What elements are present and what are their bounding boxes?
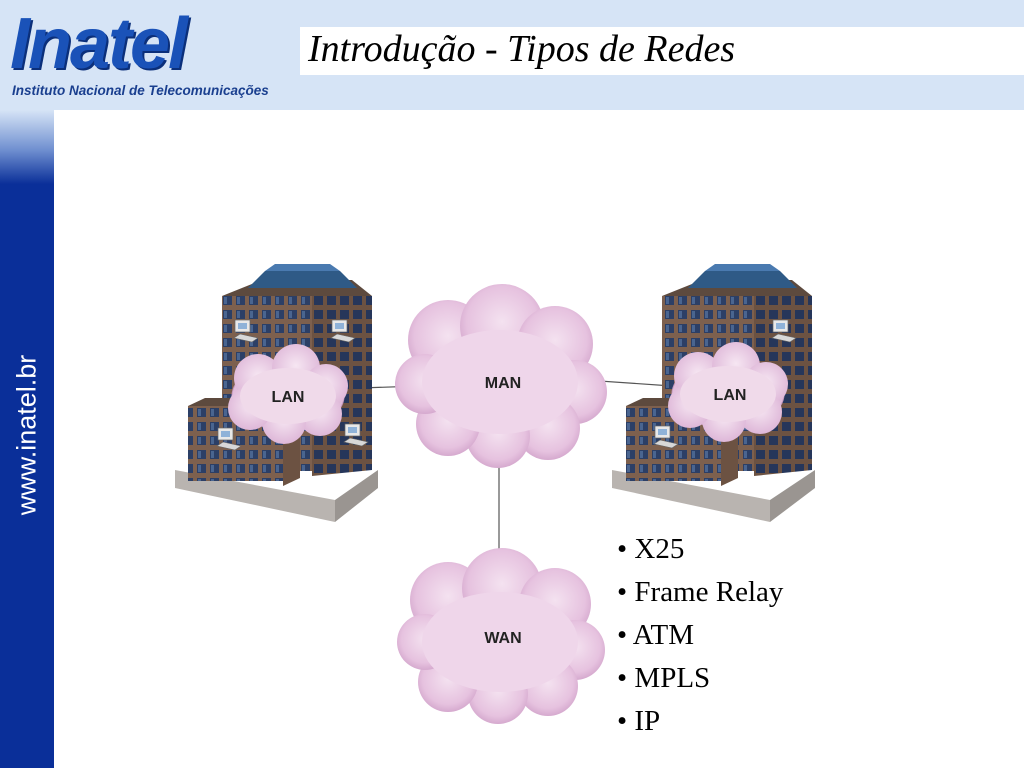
list-item: • MPLS: [617, 662, 711, 694]
list-item: • Frame Relay: [617, 576, 784, 608]
technology-list: • X25 • Frame Relay • ATM • MPLS • IP: [617, 530, 783, 745]
lan-left-label: LAN: [272, 389, 305, 406]
building-right: LAN: [612, 264, 815, 522]
computer-icon: [216, 427, 242, 451]
page-title: Introdução - Tipos de Redes: [308, 28, 736, 70]
man-cloud: MAN: [395, 284, 607, 468]
list-item: • X25: [617, 533, 685, 565]
logo-word: Inatel: [10, 4, 188, 84]
computer-icon: [771, 319, 797, 343]
logo-subtitle: Instituto Nacional de Telecomunicações: [12, 83, 269, 98]
inatel-logo: Inatel Instituto Nacional de Telecomunic…: [10, 8, 300, 102]
lan-cloud-right: LAN: [668, 342, 788, 442]
man-label: MAN: [485, 375, 521, 392]
list-item: • ATM: [617, 619, 695, 651]
wan-cloud: WAN: [397, 548, 605, 724]
side-bar: [0, 110, 54, 768]
list-item: • IP: [617, 705, 661, 737]
title-strip: [300, 27, 1024, 75]
computer-icon: [233, 319, 259, 343]
building-left: LAN: [175, 264, 378, 522]
lan-cloud-left: LAN: [228, 344, 348, 444]
lan-right-label: LAN: [714, 387, 747, 404]
computer-icon: [653, 425, 679, 449]
computer-icon: [343, 423, 369, 447]
wan-label: WAN: [484, 630, 521, 647]
computer-icon: [330, 319, 356, 343]
